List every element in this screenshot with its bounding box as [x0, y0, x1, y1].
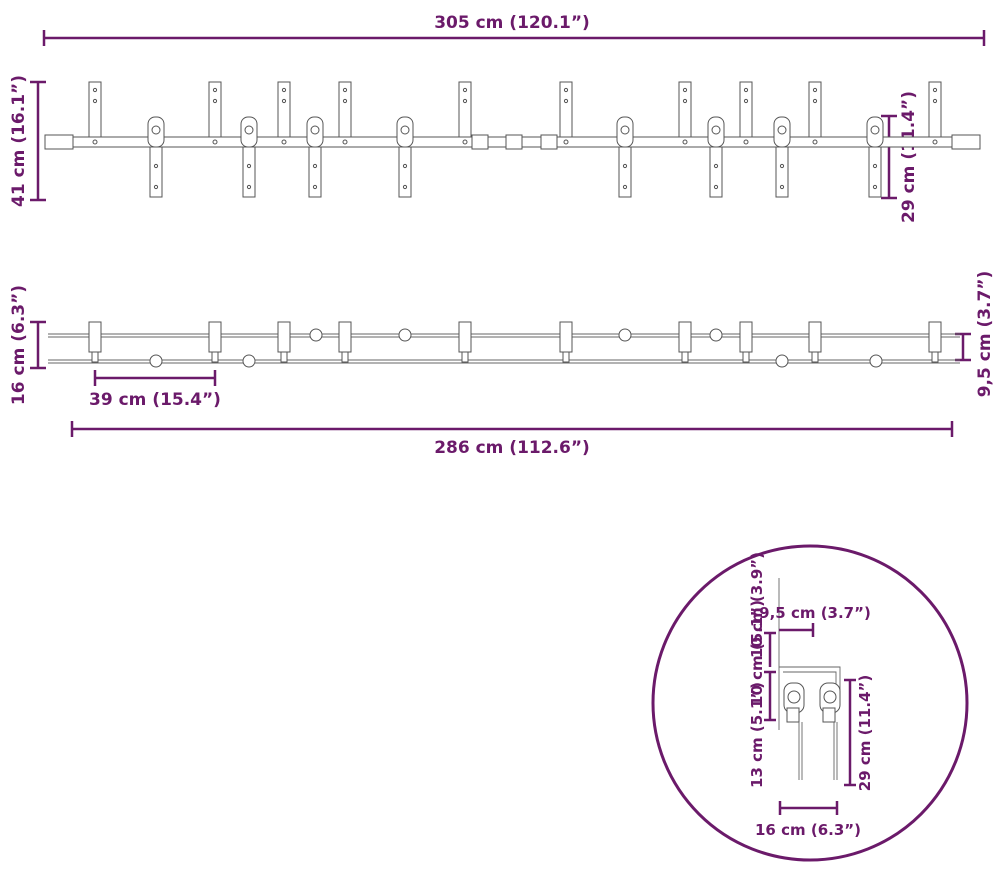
side-bracket — [678, 321, 692, 363]
rail-length-dimension: 286 cm (112.6”) — [70, 421, 954, 458]
door-hanger — [773, 116, 791, 198]
detail-drawing — [778, 578, 841, 780]
side-roller-top — [709, 328, 723, 342]
wall-bracket — [928, 81, 942, 145]
side-bracket — [739, 321, 753, 363]
wall-bracket — [678, 81, 692, 145]
side-bracket — [808, 321, 822, 363]
door-hanger — [240, 116, 258, 198]
side-roller-bottom — [242, 354, 256, 368]
rail-offset-label: 9,5 cm (3.7”) — [975, 271, 995, 398]
top-rail — [44, 134, 981, 150]
wall-bracket — [277, 81, 291, 145]
detail-hanger-label: 29 cm (11.4”) — [856, 675, 874, 791]
rail-offset-dimension: 9,5 cm (3.7”) — [955, 271, 995, 398]
door-hanger — [866, 116, 884, 198]
wall-bracket — [458, 81, 472, 145]
hanger-height-dimension: 29 cm (11.4”) — [881, 91, 919, 223]
wall-bracket — [88, 81, 102, 145]
side-bracket — [458, 321, 472, 363]
side-parts — [88, 321, 942, 368]
side-roller-top — [309, 328, 323, 342]
detail-offset-label: 9,5 cm (3.7”) — [759, 604, 871, 622]
side-roller-top — [398, 328, 412, 342]
hanger-spacing-label: 39 cm (15.4”) — [89, 390, 221, 410]
wall-bracket — [208, 81, 222, 145]
side-bracket — [928, 321, 942, 363]
hanger-spacing-dimension: 39 cm (15.4”) — [89, 370, 221, 410]
top-brackets — [88, 81, 942, 145]
wall-bracket — [559, 81, 573, 145]
hanger-height-label: 29 cm (11.4”) — [899, 91, 919, 223]
side-bracket — [88, 321, 102, 363]
wall-bracket — [739, 81, 753, 145]
side-bracket — [338, 321, 352, 363]
wall-bracket — [338, 81, 352, 145]
side-roller-bottom — [149, 354, 163, 368]
side-roller-bottom — [775, 354, 789, 368]
detail-bracket-label: 10 cm (5.1”) — [748, 600, 766, 706]
side-height-label: 16 cm (6.3”) — [9, 285, 29, 405]
top-height-dimension: 41 cm (16.1”) — [9, 75, 46, 207]
door-hanger — [306, 116, 324, 198]
door-hanger — [616, 116, 634, 198]
top-width-dimension: 305 cm (120.1”) — [42, 13, 986, 46]
detail-dimensions: 9,5 cm (3.7”) 10 cm (3.9”) 10 cm (5.1”) … — [748, 552, 874, 839]
detail-top-label: 10 cm (3.9”) — [748, 552, 766, 658]
rail-length-label: 286 cm (112.6”) — [434, 438, 590, 458]
top-hangers — [147, 116, 884, 198]
side-rails — [48, 333, 960, 364]
door-hanger — [396, 116, 414, 198]
side-bracket — [277, 321, 291, 363]
top-height-label: 41 cm (16.1”) — [9, 75, 29, 207]
side-height-dimension: 16 cm (6.3”) — [9, 285, 46, 405]
side-roller-bottom — [869, 354, 883, 368]
side-bracket — [559, 321, 573, 363]
side-roller-top — [618, 328, 632, 342]
top-width-label: 305 cm (120.1”) — [434, 13, 590, 33]
wall-bracket — [808, 81, 822, 145]
detail-height-label: 13 cm (5.1”) — [748, 682, 766, 788]
door-hanger — [147, 116, 165, 198]
side-bracket — [208, 321, 222, 363]
detail-width-label: 16 cm (6.3”) — [755, 821, 861, 839]
door-hanger — [707, 116, 725, 198]
detail-circle — [651, 544, 969, 862]
